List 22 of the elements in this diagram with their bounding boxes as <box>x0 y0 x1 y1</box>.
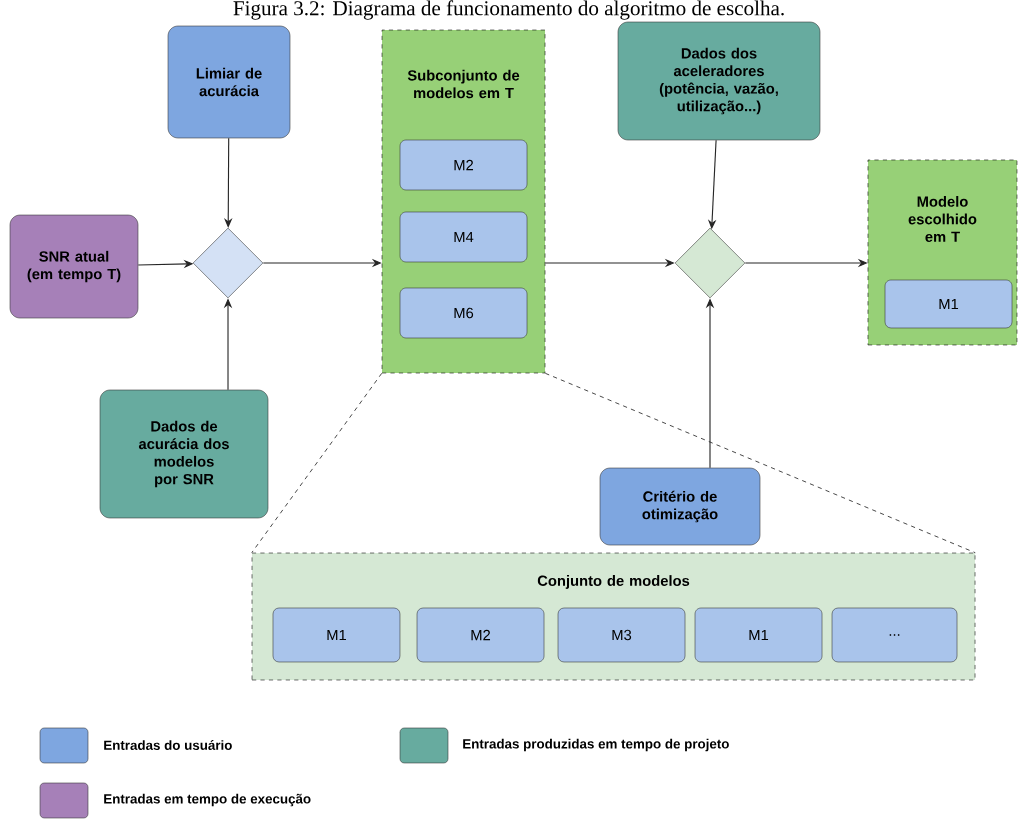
model-box: M1 <box>884 279 1013 329</box>
zoom-line <box>251 372 383 554</box>
figure-caption: Figura 3.2: Diagrama de funcionamento do algoritmo de escolha. <box>233 0 784 20</box>
process-box: Dados de acurácia dos modelos por SNR <box>99 389 269 519</box>
process-box: Dados dos aceleradores (potência, vazão, utilização...) <box>617 21 821 141</box>
process-box: Critério de otimização <box>599 467 761 546</box>
model-box: M1 <box>272 607 401 663</box>
model-box: M6 <box>399 287 528 339</box>
decision-diamond <box>674 227 746 299</box>
model-box: M3 <box>557 607 686 663</box>
legend-label: Entradas em tempo de execução <box>104 793 311 807</box>
legend-label: Entradas produzidas em tempo de projeto <box>463 738 729 752</box>
decision-diamond <box>192 227 264 299</box>
model-box: M2 <box>399 139 528 191</box>
process-box: SNR atual (em tempo T) <box>9 214 139 319</box>
process-box: Limiar de acurácia <box>167 25 291 139</box>
zoom-line <box>544 372 976 554</box>
model-box: ... <box>831 607 958 663</box>
legend-label: Entradas do usuário <box>104 740 232 750</box>
model-box: M1 <box>694 607 823 663</box>
model-box: M4 <box>399 211 528 263</box>
model-box: M2 <box>416 607 545 663</box>
